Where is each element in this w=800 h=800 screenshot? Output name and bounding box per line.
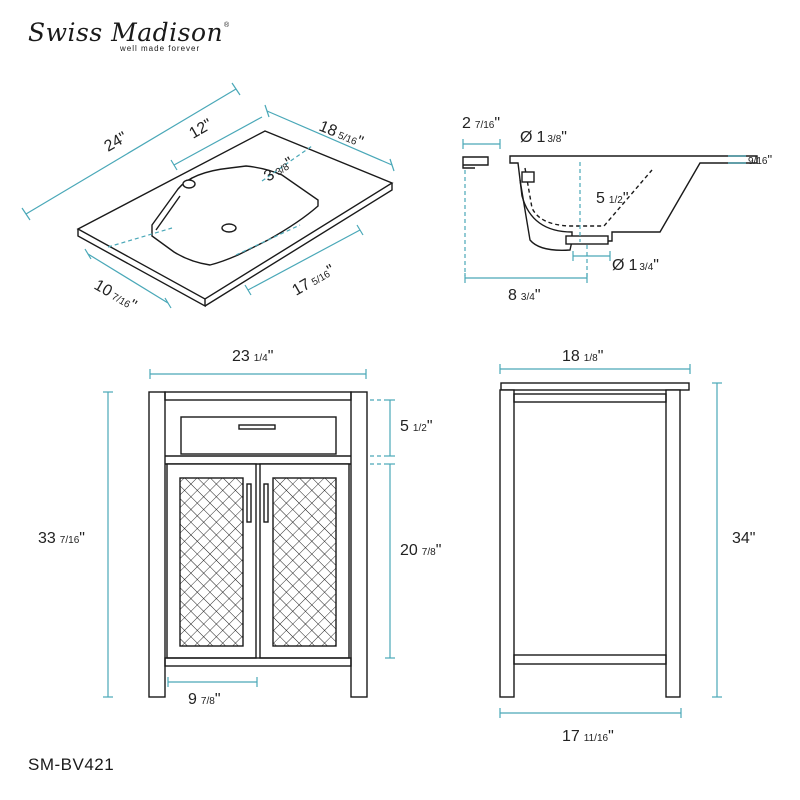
dim-basin-depth: 107/16" xyxy=(91,277,139,315)
side-view xyxy=(499,382,690,698)
side-top-rail xyxy=(513,393,667,403)
side-back-leg xyxy=(665,389,681,698)
left-door-mesh xyxy=(179,477,244,647)
overflow-cap xyxy=(521,171,535,183)
countertop-section xyxy=(462,156,489,169)
registered-mark: ® xyxy=(224,22,230,29)
faucet-hole xyxy=(182,179,196,189)
brand-name: Swiss Madison xyxy=(28,18,224,47)
front-dimension-lines xyxy=(103,369,395,698)
front-view xyxy=(148,391,368,698)
dim-top-width: 24" xyxy=(102,129,131,155)
top-view-dimension-lines xyxy=(21,82,395,309)
basin-section xyxy=(462,155,758,251)
side-dimension-lines xyxy=(499,364,722,718)
countertop-front-edge xyxy=(77,229,206,308)
top-rail xyxy=(164,391,352,401)
brand-tagline: well made forever xyxy=(120,44,201,53)
dim-top-depth: 185/16" xyxy=(317,118,366,151)
right-door-mesh xyxy=(272,477,337,647)
drain-hole xyxy=(221,223,237,233)
drawer-front xyxy=(180,416,337,455)
left-door-handle xyxy=(246,483,252,523)
brand-logo: Swiss Madison well made forever ® xyxy=(28,18,230,58)
side-front-leg xyxy=(499,389,515,698)
bottom-rail xyxy=(164,657,352,667)
drawer-handle xyxy=(238,424,276,430)
top-slab xyxy=(509,155,758,242)
countertop-side-edge xyxy=(204,183,393,307)
side-countertop xyxy=(500,382,690,391)
dim-basin-width: 175/16" xyxy=(290,262,338,300)
dim-top-thickness: 9/16" xyxy=(748,152,772,167)
overflow-channel xyxy=(519,179,573,251)
right-door-handle xyxy=(263,483,269,523)
basin-outline xyxy=(151,165,319,266)
dim-top-center: 12" xyxy=(187,116,216,142)
side-bottom-rail xyxy=(513,654,667,665)
drain-fitting xyxy=(565,235,609,245)
top-view xyxy=(76,130,394,308)
basin-inner-line xyxy=(155,195,181,231)
model-number: SM-BV421 xyxy=(28,755,115,774)
bowl-hidden xyxy=(524,167,653,227)
section-dimension-lines xyxy=(462,139,746,283)
dim-total-height: 34" xyxy=(732,530,755,547)
left-leg xyxy=(148,391,166,698)
right-leg xyxy=(350,391,368,698)
